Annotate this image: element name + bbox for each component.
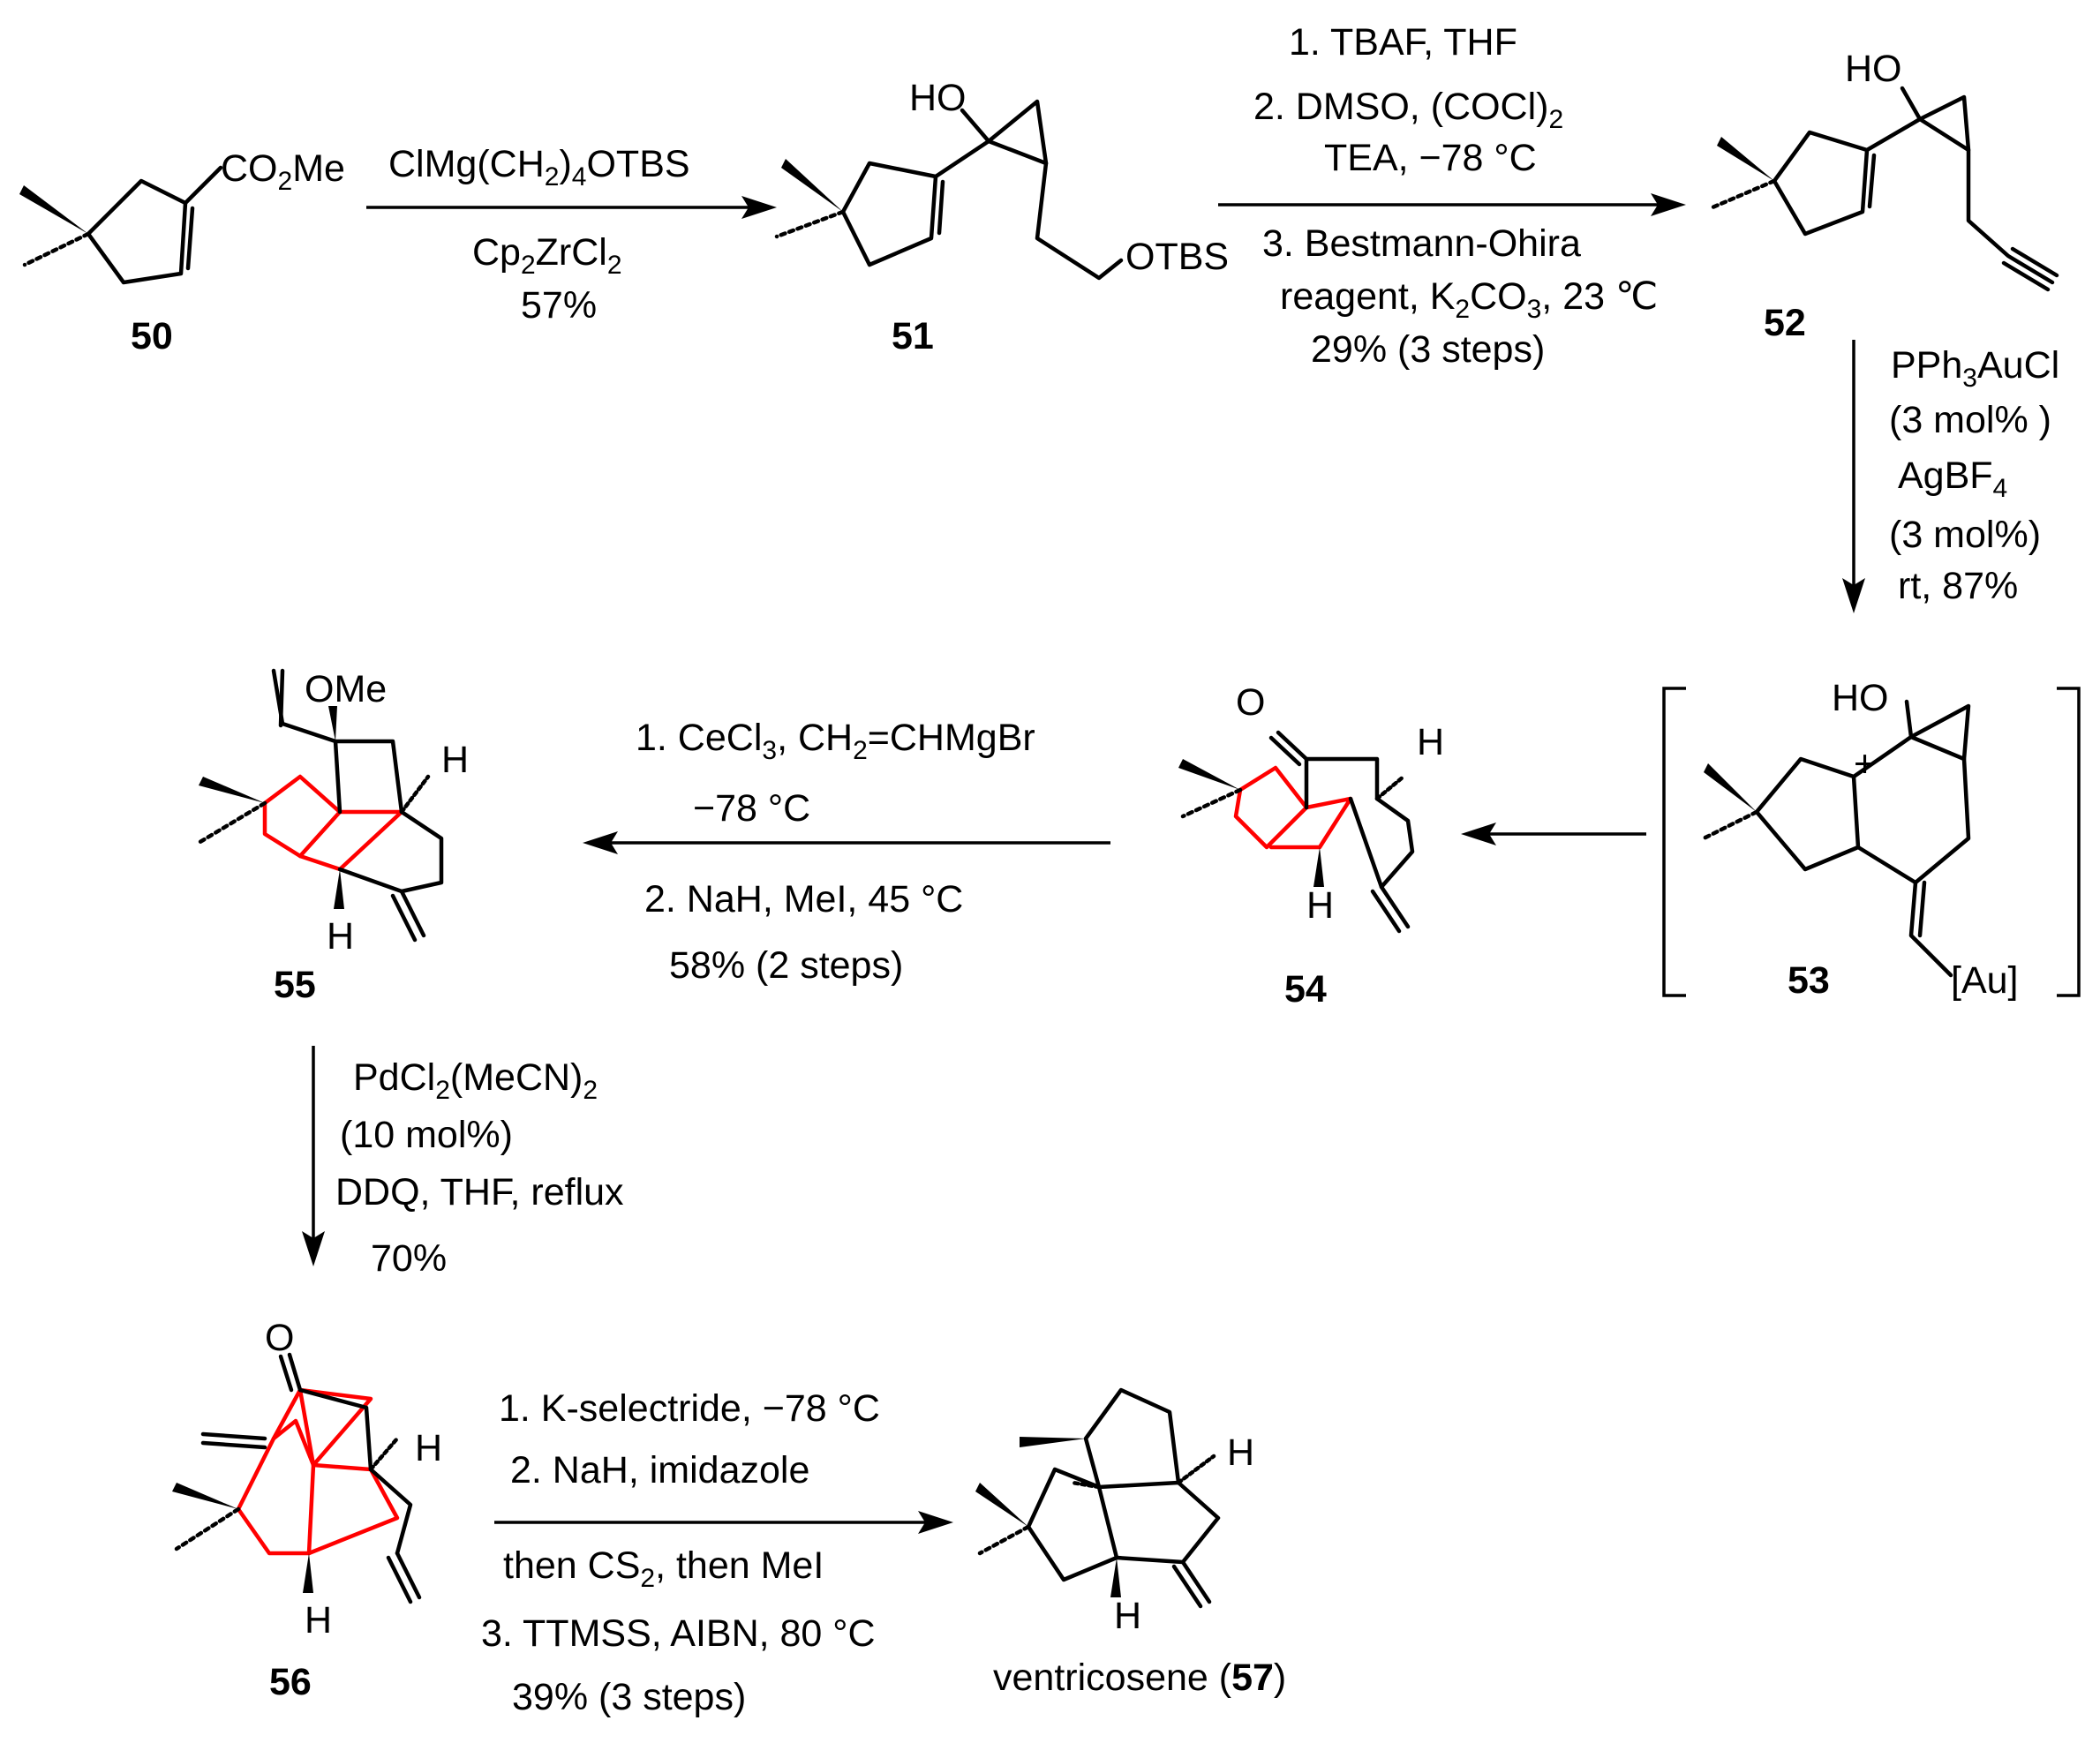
step-6: 1. K-selectride, −78 °C 2. NaH, imidazol… xyxy=(481,1387,953,1718)
reagent-cp2zrcl2: Cp2ZrCl2 xyxy=(472,231,622,280)
h-label-bottom: H xyxy=(305,1599,332,1642)
step-3-line-2: (3 mol% ) xyxy=(1889,399,2051,441)
step-2: 1. TBAF, THF 2. DMSO, (COCl)2 TEA, −78 °… xyxy=(1218,21,1686,371)
yield-step-1: 57% xyxy=(521,284,597,327)
h-label-top: H xyxy=(1227,1431,1254,1474)
step-4: 1. CeCl3, CH2=CHMgBr −78 °C 2. NaH, MeI,… xyxy=(583,717,1110,987)
compound-50-label: 50 xyxy=(131,315,173,357)
cation-plus: + xyxy=(1854,743,1876,785)
step-2-line-6: 29% (3 steps) xyxy=(1311,328,1545,371)
ome-label: OMe xyxy=(305,668,387,710)
step-2-line-5: reagent, K2CO3, 23 ℃ xyxy=(1280,275,1658,324)
h-label-bottom: H xyxy=(327,915,354,958)
otbs-label: OTBS xyxy=(1125,236,1229,278)
step-3: PPh3AuCl (3 mol% ) AgBF4 (3 mol%) rt, 87… xyxy=(1842,340,2059,613)
compound-53: HO + [Au] 53 xyxy=(1662,677,2081,1002)
step-3-line-5: rt, 87% xyxy=(1898,565,2018,607)
h-label-top: H xyxy=(415,1427,442,1469)
step-4-line-2: −78 °C xyxy=(693,787,810,830)
step-2-line-3: TEA, −78 °C xyxy=(1324,137,1537,179)
step-4-line-1: 1. CeCl3, CH2=CHMgBr xyxy=(636,717,1035,765)
compound-57-name: ventricosene (57) xyxy=(993,1657,1286,1699)
compound-51: HO OTBS 51 xyxy=(774,77,1229,357)
compound-55: OMe H H 55 xyxy=(196,668,469,1006)
step-4-line-3: 2. NaH, MeI, 45 °C xyxy=(644,878,963,920)
compound-53-label: 53 xyxy=(1788,959,1830,1002)
co2me-label: CO2Me xyxy=(221,147,345,196)
step-6-line-1: 1. K-selectride, −78 °C xyxy=(499,1387,880,1430)
h-label-bottom: H xyxy=(1114,1595,1141,1637)
step-5: PdCl2(MeCN)2 (10 mol%) DDQ, THF, reflux … xyxy=(302,1046,624,1280)
compound-56: O H H 56 xyxy=(172,1317,442,1703)
step-6-line-4: 3. TTMSS, AIBN, 80 °C xyxy=(481,1612,876,1655)
step-5-line-4: 70% xyxy=(371,1237,447,1280)
step-6-line-2: 2. NaH, imidazole xyxy=(510,1449,809,1491)
arrow-53-to-54 xyxy=(1461,823,1646,845)
compound-51-label: 51 xyxy=(892,315,934,357)
oh-label: HO xyxy=(1832,677,1889,719)
ketone-o-label: O xyxy=(265,1317,294,1359)
step-5-line-3: DDQ, THF, reflux xyxy=(335,1171,624,1213)
compound-54: O H H 54 xyxy=(1178,681,1444,1010)
step-2-line-1: 1. TBAF, THF xyxy=(1289,21,1517,64)
step-4-line-4: 58% (2 steps) xyxy=(669,944,903,987)
step-3-line-4: (3 mol%) xyxy=(1889,514,2041,556)
h-label-top: H xyxy=(441,739,469,781)
compound-52-label: 52 xyxy=(1764,302,1806,344)
step-3-line-1: PPh3AuCl xyxy=(1891,344,2059,393)
au-label: [Au] xyxy=(1951,959,2019,1002)
oh-label: HO xyxy=(909,77,967,119)
ketone-o-label: O xyxy=(1236,681,1265,724)
oh-label: HO xyxy=(1845,48,1902,90)
step-3-line-3: AgBF4 xyxy=(1898,455,2007,503)
compound-57: H H ventricosene (57) xyxy=(975,1387,1286,1699)
h-label-top: H xyxy=(1417,721,1444,763)
step-6-line-5: 39% (3 steps) xyxy=(512,1676,746,1718)
compound-55-label: 55 xyxy=(274,964,316,1006)
reagent-grignard: ClMg(CH2)4OTBS xyxy=(388,143,690,192)
step-2-line-2: 2. DMSO, (COCl)2 xyxy=(1253,86,1563,134)
step-5-line-2: (10 mol%) xyxy=(340,1114,513,1156)
compound-56-label: 56 xyxy=(269,1661,312,1703)
step-5-line-1: PdCl2(MeCN)2 xyxy=(353,1056,598,1105)
compound-54-label: 54 xyxy=(1284,968,1327,1010)
step-6-line-3: then CS2, then MeI xyxy=(503,1544,824,1593)
step-2-line-4: 3. Bestmann-Ohira xyxy=(1262,222,1581,265)
h-label-bottom: H xyxy=(1306,884,1334,927)
step-1: ClMg(CH2)4OTBS Cp2ZrCl2 57% xyxy=(366,143,777,327)
compound-50: CO2Me 50 xyxy=(19,147,345,357)
compound-52: HO 52 xyxy=(1710,48,2059,344)
